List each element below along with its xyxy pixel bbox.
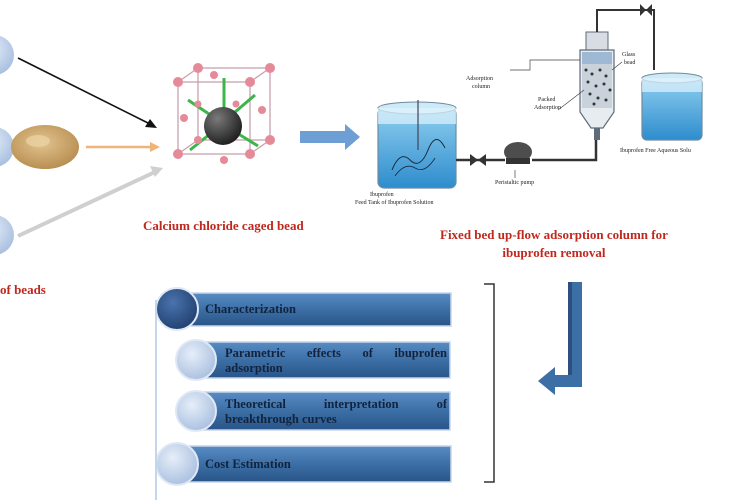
column-caption: Fixed bed up-flow adsorption column for …: [440, 226, 668, 262]
glass-bead-label-2: bead: [624, 60, 636, 66]
column-feed-tube: [532, 140, 598, 162]
outlet-tank-label: Ibuprofen Free Aqueous Solu: [620, 148, 691, 154]
input-circle-1-icon: [0, 35, 14, 75]
arrow-2-head: [150, 142, 160, 152]
step-2-label-line1: Parametric effects of ibuprofen: [225, 346, 447, 360]
packing-label-2: Adsorption: [534, 105, 561, 111]
beads-partial-caption: of beads: [0, 282, 46, 297]
outlet-tube: [596, 9, 655, 70]
step-2-label-line2: adsorption: [225, 361, 283, 375]
step-list: [155, 287, 452, 500]
step-4-label: Cost Estimation: [205, 457, 291, 471]
column-label-2: column: [472, 84, 490, 90]
result-arrow-icon: [538, 282, 582, 395]
arrow-1: [17, 57, 151, 125]
adsorption-column-icon: [579, 31, 615, 140]
feed-tank-label-1: Ibuprofen: [370, 192, 394, 198]
outlet-tank-icon: [641, 72, 703, 141]
step-3-circle-icon: [175, 390, 217, 432]
step-2-circle-icon: [175, 339, 217, 381]
feed-tank-icon: [377, 100, 457, 189]
step-bar-3: [193, 391, 451, 431]
input-arrows: [17, 57, 163, 238]
packing-label-1: Packed: [538, 97, 556, 103]
powder-icon: [11, 125, 79, 169]
input-circle-2-icon: [0, 127, 14, 167]
step-bar-4: [174, 445, 452, 483]
bead-caption: Calcium chloride caged bead: [143, 218, 304, 233]
peristaltic-pump-icon: [504, 142, 532, 164]
pump-label: Peristaltic pump: [495, 180, 535, 186]
step-1-circle-icon: [155, 287, 199, 331]
caged-bead-icon: [173, 63, 275, 164]
arrow-1-head: [145, 119, 157, 128]
step-3-label-line2: breakthrough curves: [225, 412, 337, 426]
glass-bead-label-1: Glass: [622, 52, 636, 58]
input-circle-3-icon: [0, 215, 14, 255]
process-arrow-icon: [300, 124, 360, 150]
arrow-3: [17, 170, 156, 238]
feed-tank-label-2: Feed Tank of Ibuprofen Solution: [355, 200, 434, 206]
step-3-label-line1: Theoretical interpretation of: [225, 397, 447, 411]
step-1-label: Characterization: [205, 302, 296, 316]
column-caption-line2: ibuprofen removal: [502, 245, 606, 260]
steps-bracket: [484, 283, 495, 483]
step-4-circle-icon: [155, 442, 199, 486]
column-caption-line1: Fixed bed up-flow adsorption column for: [440, 227, 668, 242]
arrow-3-head: [150, 166, 163, 177]
left-input-icons: [0, 35, 79, 255]
column-label-1: Adsorption: [466, 76, 493, 82]
